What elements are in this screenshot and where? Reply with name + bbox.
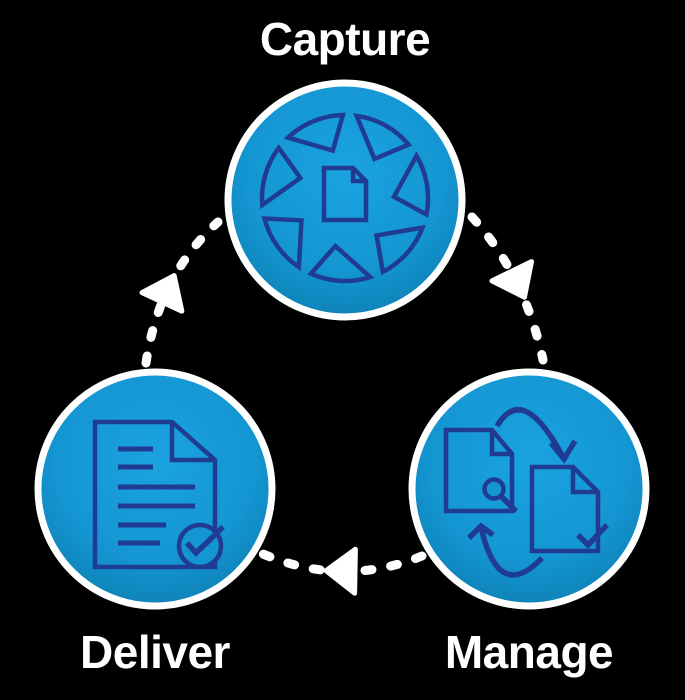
magnifier-icon: [482, 477, 518, 514]
aperture-blade: [307, 242, 375, 284]
document-outline: [92, 419, 218, 570]
document-lines-check-icon: [92, 419, 225, 570]
node-label-capture: Capture: [259, 13, 431, 65]
document-fold: [169, 422, 215, 463]
arrowhead-down-icon: [489, 259, 535, 300]
document-outline: [529, 464, 601, 554]
node-manage: [408, 368, 650, 610]
node-deliver: [34, 368, 276, 610]
node-label-manage: Manage: [444, 626, 614, 678]
aperture-blades: [259, 112, 431, 284]
aperture-blade: [390, 151, 431, 218]
aperture-document-icon: [259, 112, 431, 284]
arrowhead-left-icon: [323, 546, 358, 596]
aperture-blade: [261, 216, 304, 272]
document-fold: [489, 430, 512, 457]
sync-arc-top: [494, 407, 567, 461]
document-fold: [570, 467, 598, 495]
aperture-blade: [283, 112, 346, 154]
check-circle-icon: [176, 522, 225, 570]
node-label-deliver: Deliver: [80, 626, 230, 678]
sync-arrow-bottom-icon: [467, 522, 544, 578]
sync-arrow-top-icon: [494, 407, 578, 464]
document-text-lines: [118, 446, 195, 546]
checkmark-icon: [576, 523, 609, 549]
sync-arrowhead-bottom: [467, 522, 495, 540]
aperture-blade: [353, 113, 413, 162]
document-fold: [350, 168, 366, 184]
node-capture: [224, 79, 466, 321]
magnifier-lens: [482, 477, 506, 501]
document-outline: [443, 427, 515, 514]
cycle-connectors: [139, 212, 548, 596]
document-sync-check-icon: [443, 407, 609, 578]
magnifier-handle: [499, 494, 518, 514]
aperture-blade: [259, 144, 304, 210]
aperture-blade: [373, 224, 427, 276]
sync-arrowhead-top: [548, 439, 578, 464]
checkmark-icon: [184, 525, 225, 557]
sync-arc-bottom: [478, 526, 544, 578]
arrowhead-up-icon: [139, 273, 185, 314]
